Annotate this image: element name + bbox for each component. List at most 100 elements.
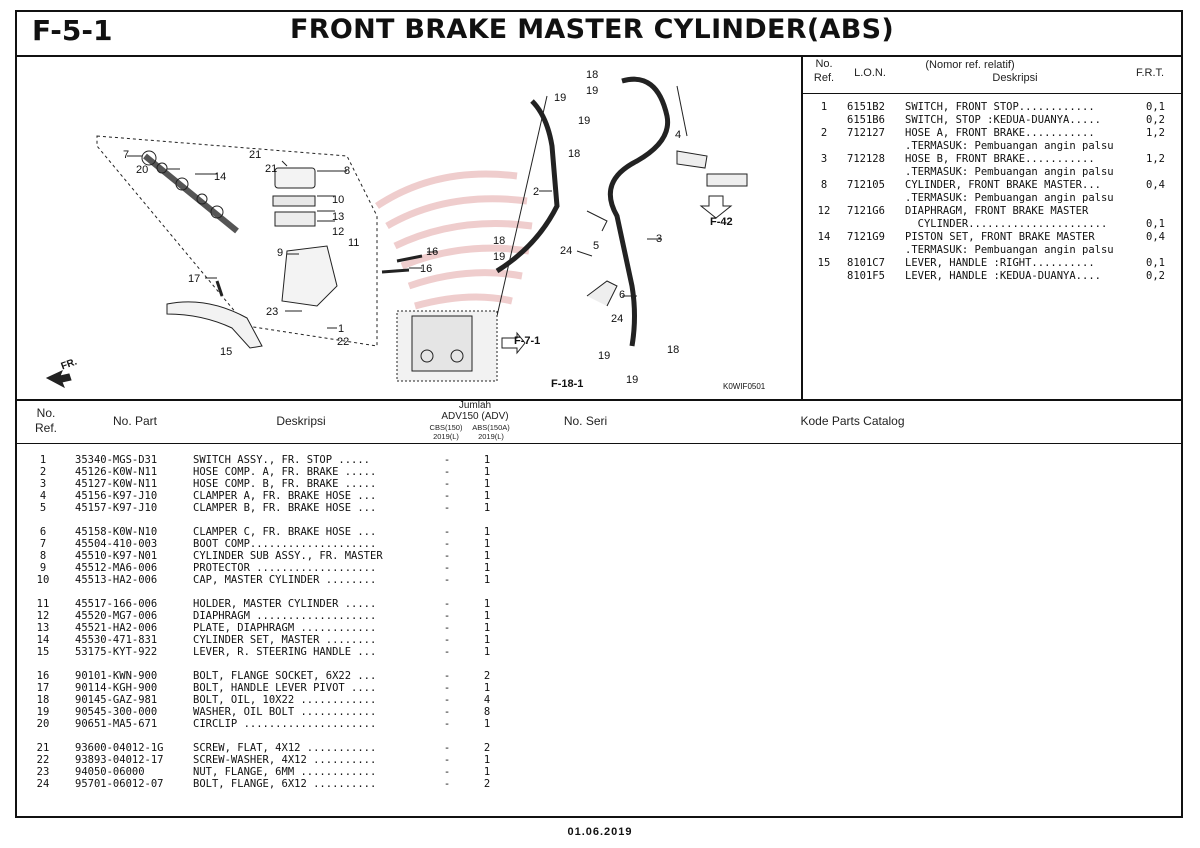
callout-label: 3	[656, 233, 663, 245]
lon-row: .TERMASUK: Pembuangan angin palsu	[905, 140, 1114, 152]
callout-label: 9	[277, 247, 284, 259]
parts-header-part: No. Part	[112, 414, 157, 428]
callout-label: 14	[214, 171, 227, 183]
callout-label: 24	[560, 245, 573, 257]
callout-label: 16	[426, 246, 439, 258]
callout-label: 6	[619, 289, 626, 301]
parts-header-ref: Ref.	[34, 421, 57, 435]
callout-label: 19	[554, 92, 567, 104]
lon-header-lon: L.O.N.	[854, 67, 886, 79]
callout-label: 22	[337, 336, 350, 348]
parts-header-col-abs: ABS(150A)	[472, 423, 510, 432]
parts-header-seri: No. Seri	[563, 414, 608, 428]
callout-label: 19	[578, 115, 591, 127]
callout-label: 19	[493, 251, 506, 263]
diagram-bottom-divider	[15, 399, 1183, 401]
callout-label: 19	[626, 374, 639, 386]
callout-label: 8	[344, 165, 351, 177]
page-frame	[15, 10, 1183, 818]
parts-header-col-cbs: CBS(150)	[429, 423, 463, 432]
parts-header-catalog: Kode Parts Catalog	[800, 414, 905, 428]
callout-label: 18	[586, 69, 599, 81]
lon-header-ref: Ref.	[813, 72, 835, 84]
parts-header-jumlah: Jumlah	[458, 400, 492, 411]
diagram-divider	[801, 55, 803, 400]
lon-header-frt: F.R.T.	[1135, 67, 1165, 79]
callout-label: 1	[338, 323, 345, 335]
lon-header-nomor: (Nomor ref. relatif)	[925, 59, 1015, 71]
parts-header-no: No.	[36, 406, 56, 420]
wing-logo-watermark	[375, 170, 533, 310]
parts-header-divider	[15, 443, 1183, 444]
callout-label: 2	[533, 186, 540, 198]
callout-label: 20	[136, 164, 149, 176]
parts-header-year-cbs: 2019(L)	[433, 432, 459, 441]
callout-label: 19	[586, 85, 599, 97]
lon-header-no: No.	[815, 58, 833, 70]
callout-label: 13	[332, 211, 345, 223]
figure-id: F-5-1	[32, 14, 113, 47]
parts-header-model: ADV150 (ADV)	[441, 411, 509, 422]
callout-label: 17	[188, 273, 201, 285]
callout-label: 24	[611, 313, 624, 325]
parts-header-year-abs: 2019(L)	[478, 432, 504, 441]
callout-label: 7	[123, 149, 130, 161]
callout-label: 21	[265, 163, 278, 175]
lon-row: .TERMASUK: Pembuangan angin palsu	[905, 166, 1114, 178]
exploded-diagram: 18 19 19 19 18 4 7 21 20 21 8 14 10 13 1…	[17, 56, 802, 400]
callout-label: 18	[568, 148, 581, 160]
callout-label: 21	[249, 149, 262, 161]
lon-header-deskripsi: Deskripsi	[992, 72, 1038, 84]
callout-label: 19	[598, 350, 611, 362]
callout-label: 10	[332, 194, 345, 206]
lon-row: CYLINDER......................0,1	[905, 218, 1165, 230]
callout-label: 18	[493, 235, 506, 247]
figure-title: FRONT BRAKE MASTER CYLINDER(ABS)	[290, 14, 894, 45]
lon-header-divider	[803, 93, 1183, 94]
callout-label: 23	[266, 306, 279, 318]
callout-label: 18	[667, 344, 680, 356]
lon-row: .TERMASUK: Pembuangan angin palsu	[905, 244, 1114, 256]
callout-label: 16	[420, 263, 433, 275]
ref-figure-f181: F-18-1	[551, 378, 584, 390]
callout-label: 12	[332, 226, 345, 238]
ref-figure-f42: F-42	[710, 216, 733, 228]
parts-header-desc: Deskripsi	[276, 414, 326, 428]
diagram-code: K0WIF0501	[723, 382, 766, 391]
footer-date: 01.06.2019	[567, 826, 633, 838]
callout-label: 5	[593, 240, 600, 252]
header-divider	[15, 55, 1183, 57]
callout-label: 4	[675, 129, 682, 141]
